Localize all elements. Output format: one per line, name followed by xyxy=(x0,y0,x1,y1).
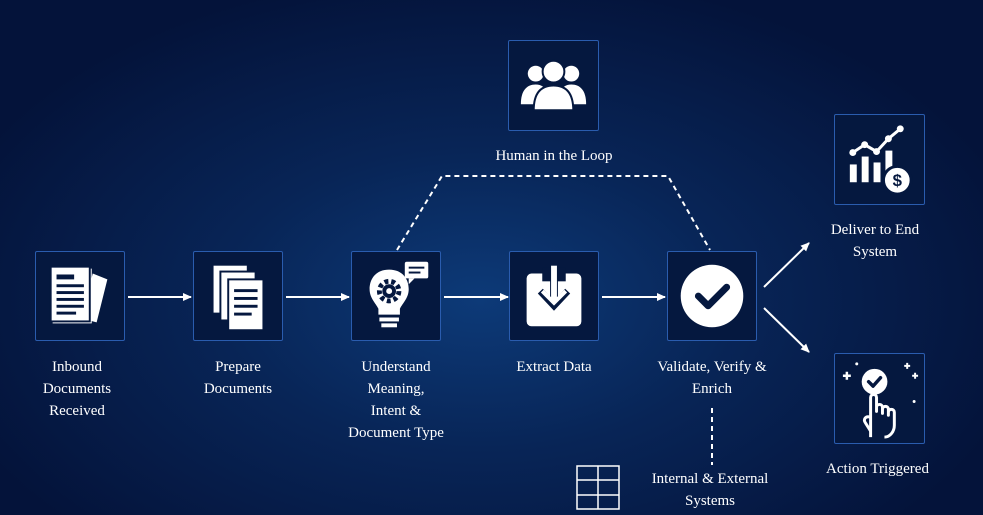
label-line: Systems xyxy=(684,493,735,509)
extract-data-label: Extract Data xyxy=(484,356,624,378)
action-triggered-node xyxy=(834,353,925,444)
lightbulb-gear-icon xyxy=(369,261,429,328)
label-line: Action Triggered xyxy=(826,461,929,477)
label-line: Validate, Verify & xyxy=(657,359,767,375)
label-line: Enrich xyxy=(692,381,732,397)
label-line: Document Type xyxy=(348,425,444,441)
label-line: Human in the Loop xyxy=(495,148,613,164)
validate-label: Validate, Verify & Enrich xyxy=(627,356,797,400)
label-line: Extract Data xyxy=(516,359,592,375)
deliver-node: $ xyxy=(834,114,925,205)
documents-icon xyxy=(49,265,108,324)
label-line: Deliver to End xyxy=(830,222,920,238)
human-loop-dashed-line xyxy=(396,175,711,251)
understand-node xyxy=(351,251,441,341)
stacked-pages-icon xyxy=(211,263,265,332)
grid-table-icon xyxy=(576,465,620,510)
svg-text:$: $ xyxy=(893,171,903,190)
download-tray-icon xyxy=(526,265,582,327)
checkmark-circle-icon xyxy=(680,264,744,328)
label-line: Inbound xyxy=(52,359,102,375)
human-in-the-loop-label: Human in the Loop xyxy=(464,145,644,167)
human-in-the-loop-node xyxy=(508,40,599,131)
label-line: Meaning, xyxy=(367,381,425,397)
label-line: Internal & External xyxy=(651,471,769,487)
people-group-icon xyxy=(520,59,587,112)
prepare-documents-node xyxy=(193,251,283,341)
label-line: Intent & xyxy=(370,403,422,419)
label-line: Prepare xyxy=(215,359,261,375)
chart-dollar-icon: $ xyxy=(849,125,913,196)
arrow-validate-to-deliver xyxy=(763,242,810,288)
systems-label: Internal & External Systems xyxy=(625,468,795,512)
label-line: Documents xyxy=(203,381,273,397)
understand-label: Understand Meaning, Intent & Document Ty… xyxy=(321,356,471,444)
label-line: Understand xyxy=(361,359,431,375)
label-line: Received xyxy=(49,403,105,419)
inbound-documents-label: Inbound Documents Received xyxy=(12,356,142,422)
extract-data-node xyxy=(509,251,599,341)
prepare-documents-label: Prepare Documents xyxy=(168,356,308,400)
action-triggered-label: Action Triggered xyxy=(800,458,955,480)
deliver-label: Deliver to End System xyxy=(800,219,950,263)
arrow-validate-to-action xyxy=(763,307,810,353)
inbound-documents-node xyxy=(35,251,125,341)
label-line: Documents xyxy=(42,381,112,397)
validate-node xyxy=(667,251,757,341)
label-line: System xyxy=(852,244,898,260)
hand-tap-check-icon xyxy=(842,362,919,439)
